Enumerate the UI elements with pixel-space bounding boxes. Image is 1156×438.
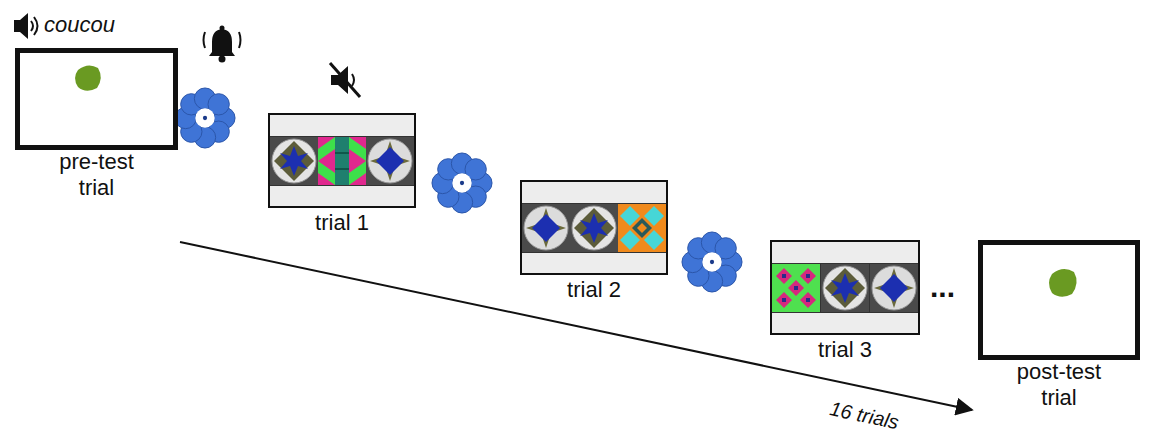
screen-caption: pre-test trial (42, 149, 152, 202)
sound-label: coucou (44, 12, 115, 38)
trial-count: 16 trials (828, 397, 901, 434)
test-screen: pre-test trial (15, 48, 178, 150)
trial-screen: trial 3 (770, 240, 920, 335)
screen-caption: post-test trial (1004, 359, 1114, 412)
trial-screen (521, 181, 667, 274)
green-blob (1049, 269, 1077, 297)
green-blob (75, 65, 101, 90)
ellipsis: ... (930, 270, 955, 304)
mute-icon (330, 63, 360, 97)
trial-screen (269, 114, 415, 207)
screen-caption: trial 1 (282, 210, 402, 236)
bell-icon (204, 26, 241, 63)
attention-getter (432, 153, 492, 213)
attention-getter (175, 88, 235, 148)
trial-screen: trial 1 (268, 113, 416, 208)
screen-caption: trial 2 (534, 277, 654, 303)
test-screen: post-test trial (978, 240, 1140, 360)
trial-screen (771, 241, 919, 334)
screen-caption: trial 3 (785, 337, 905, 363)
attention-getter (682, 232, 742, 292)
speaker-icon (14, 13, 38, 39)
timeline-arrow (180, 242, 972, 410)
trial-screen: trial 2 (520, 180, 668, 275)
